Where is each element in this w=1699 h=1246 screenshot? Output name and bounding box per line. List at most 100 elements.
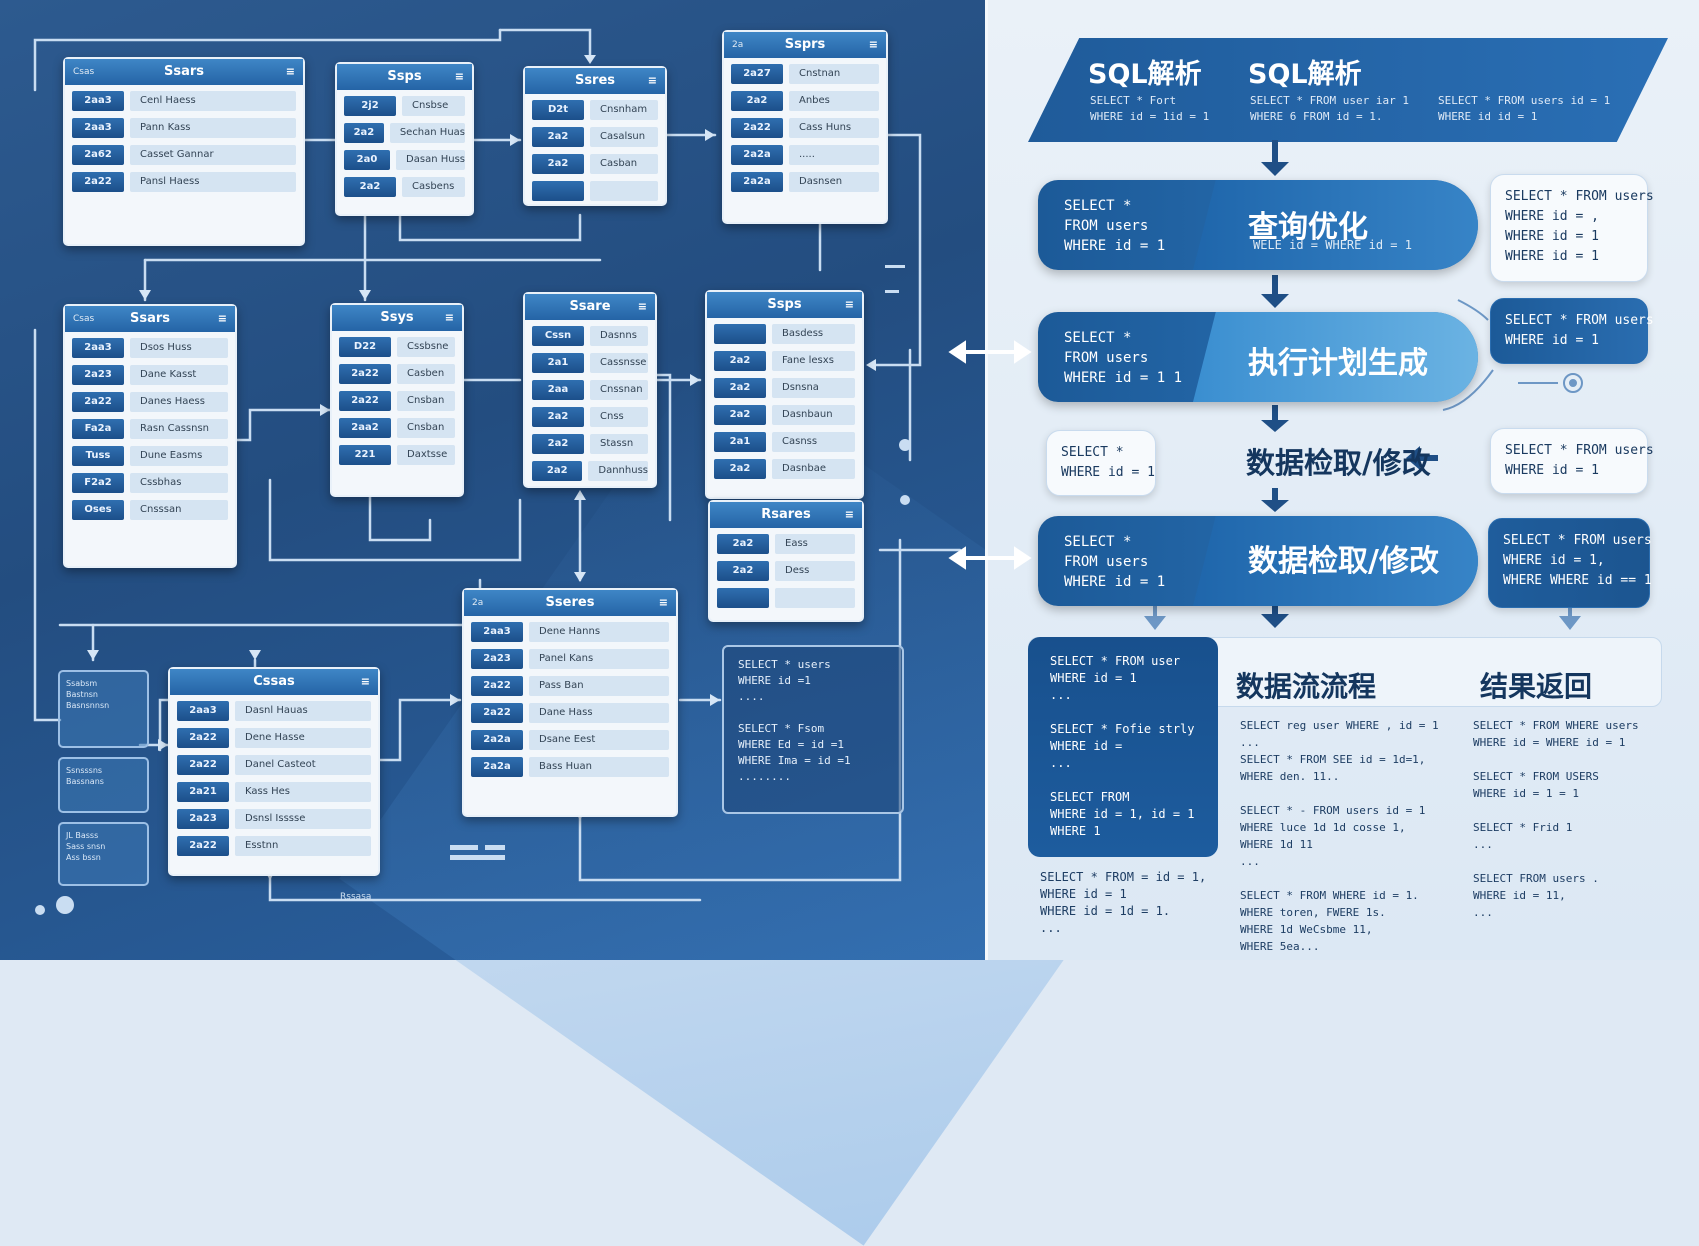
row-key: F2a2 (72, 473, 124, 493)
row-value: Dune Easms (130, 446, 228, 466)
table-title: Ssare (569, 299, 611, 314)
menu-icon: ≡ (844, 508, 854, 521)
row-key: 2aa (532, 380, 584, 400)
table-header: Ssps≡ (337, 64, 472, 90)
menu-icon: ≡ (647, 74, 657, 87)
row-value: Cssbhas (130, 473, 228, 493)
row-value: Dsnsna (772, 378, 855, 398)
table-header: Rsares ≡ (710, 502, 862, 528)
banner-sub-right: SELECT * FROM users id = 1 WHERE id id =… (1438, 94, 1611, 123)
row-key: 2aa2 (339, 418, 391, 438)
table-row: F2a2 Cssbhas (72, 472, 228, 494)
bottom-flow-panel: SELECT * FROM user WHERE id = 1 ... SELE… (1028, 637, 1662, 953)
step-sql: SELECT * FROM users WHERE id = 1 (1064, 534, 1166, 590)
row-key: Oses (72, 500, 124, 520)
table-tag: Csas (73, 67, 95, 77)
row-key (714, 324, 766, 344)
row-key: 2a22 (177, 755, 229, 775)
menu-icon: ≡ (868, 38, 878, 51)
row-value: Cnsnham (590, 100, 658, 120)
sql-snippet-box: SELECT * users WHERE id =1 .... SELECT *… (722, 645, 904, 814)
bottom-below-dark: SELECT * FROM = id = 1, WHERE id = 1 WHE… (1040, 870, 1207, 935)
table-title: Ssps (767, 297, 802, 312)
menu-icon: ≡ (285, 65, 295, 78)
row-key: 2aa3 (72, 118, 124, 138)
row-value: Cnsban (397, 418, 455, 438)
row-value: Cnsban (397, 391, 455, 411)
table-row: 2aa2 Cnsban (339, 417, 455, 439)
table-row: 2a2a..... (731, 144, 879, 166)
side-card-optimize: SELECT * FROM users WHERE id = , WHERE i… (1490, 174, 1654, 282)
row-key: 2a62 (72, 145, 124, 165)
flow-heading: 数据流流程 (1236, 670, 1377, 703)
sql-parse-banner: SQL解析 SQL解析 SELECT * Fort WHERE id = 1id… (1028, 38, 1668, 142)
step-sub: WELE id = WHERE id = 1 (1253, 238, 1412, 252)
row-key: 2a2 (532, 407, 584, 427)
row-key: 2a2 (532, 461, 583, 481)
row-value: Eass (775, 534, 855, 554)
row-value: Danes Haess (130, 392, 228, 412)
row-key: 2a23 (72, 365, 124, 385)
row-key: 2a2a (471, 730, 523, 750)
row-key: D2t (532, 100, 584, 120)
table-header: Ssys≡ (332, 305, 462, 331)
row-key: 2a2 (717, 561, 769, 581)
row-key: 2a22 (339, 391, 391, 411)
row-key (532, 181, 584, 201)
table-title: Sseres (545, 595, 595, 610)
row-value: Dane Kasst (130, 365, 228, 385)
mid-left-card: SELECT * WHERE id = 1 (1046, 430, 1156, 496)
table-row: D2t Cnsnham (532, 99, 658, 121)
row-value: Casbens (402, 177, 465, 197)
row-value: Dasan Huss (396, 150, 465, 170)
row-value: Cenl Haess (130, 91, 296, 111)
banner-sub-left: SELECT * Fort WHERE id = 1id = 1 (1090, 94, 1210, 123)
table-title: Ssars (129, 311, 171, 326)
table-title: Ssys (380, 310, 414, 325)
side-card-modify: SELECT * FROM users WHERE id = 1, WHERE … (1488, 518, 1652, 608)
row-key: 2j2 (344, 96, 396, 116)
table-row (717, 587, 855, 609)
step-title: 数据检取/修改 (1248, 544, 1439, 579)
step-plan-generate: SELECT * FROM users WHERE id = 1 1 执行计划生… (1038, 312, 1478, 402)
table-tag: 2a (472, 598, 484, 608)
menu-icon: ≡ (360, 675, 370, 688)
row-key: Fa2a (72, 419, 124, 439)
row-key: 2a2 (717, 534, 769, 554)
row-value: Cassnsse (590, 353, 648, 373)
menu-icon: ≡ (637, 300, 647, 313)
menu-icon: ≡ (658, 596, 668, 609)
row-value (775, 588, 855, 608)
row-key: 2a2a (731, 145, 783, 165)
table-title: Rsares (761, 507, 811, 522)
row-value: Dasnbaun (772, 405, 855, 425)
row-key: 2a2 (714, 351, 766, 371)
panel-link-arrows (948, 340, 1032, 570)
footer-label: Rssasa (340, 892, 372, 902)
table-title: Ssars (163, 64, 205, 79)
row-key: 221 (339, 445, 391, 465)
table-header: Ssps≡ (707, 292, 862, 318)
banner-sub-mid: SELECT * FROM user iar 1 WHERE 6 FROM id… (1250, 94, 1409, 123)
row-value: Dasnns (590, 326, 648, 346)
